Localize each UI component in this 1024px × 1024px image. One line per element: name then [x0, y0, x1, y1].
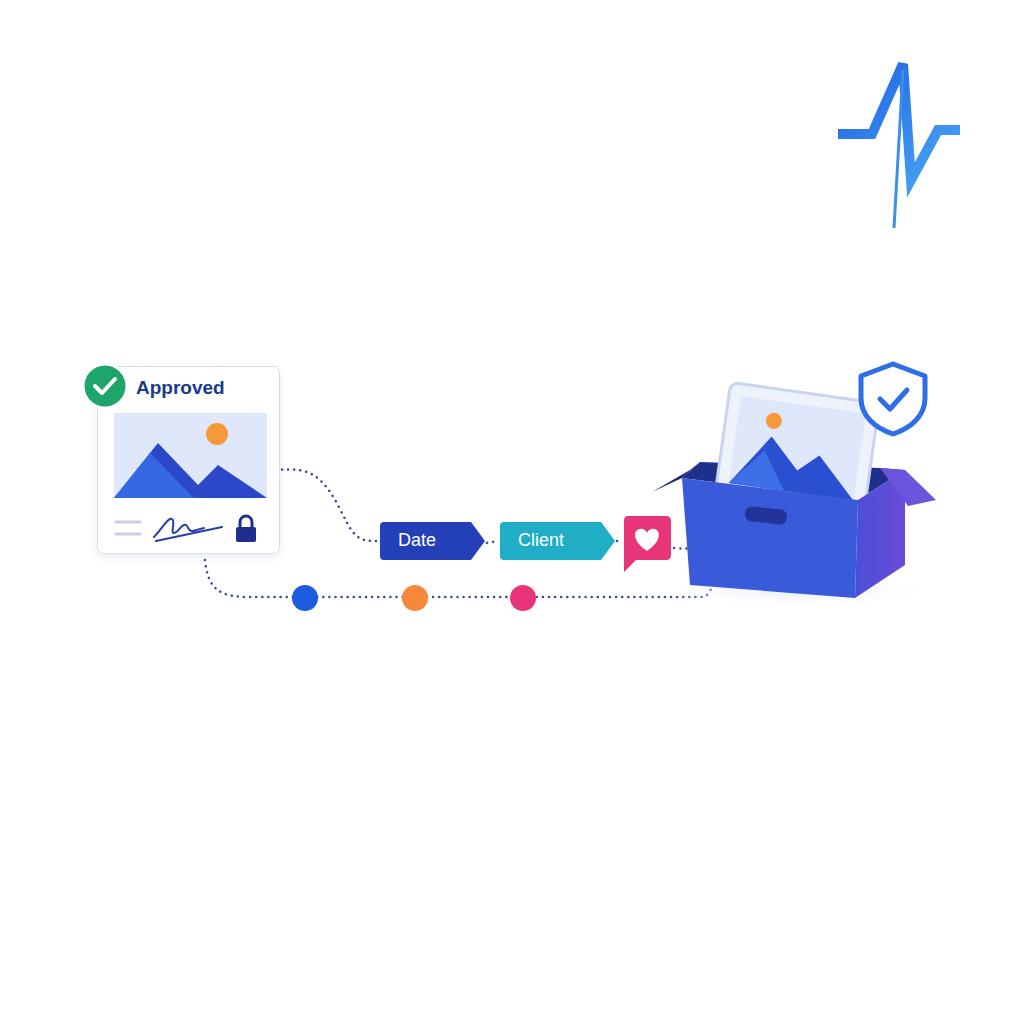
approval-card: Approved: [97, 366, 280, 554]
heart-bubble: [624, 516, 671, 572]
dotted-path: [617, 540, 622, 543]
tag-label: Client: [500, 522, 615, 560]
dotted-connector: [282, 469, 378, 541]
tag-text: Client: [518, 530, 564, 551]
card-heading: Approved: [136, 377, 225, 399]
tag-text: Date: [398, 530, 436, 551]
shield-icon: [861, 364, 925, 434]
timeline: [205, 560, 712, 611]
tag-label: Date: [380, 522, 485, 560]
logo-mark: [838, 64, 960, 228]
dotted-connector: [487, 541, 498, 543]
